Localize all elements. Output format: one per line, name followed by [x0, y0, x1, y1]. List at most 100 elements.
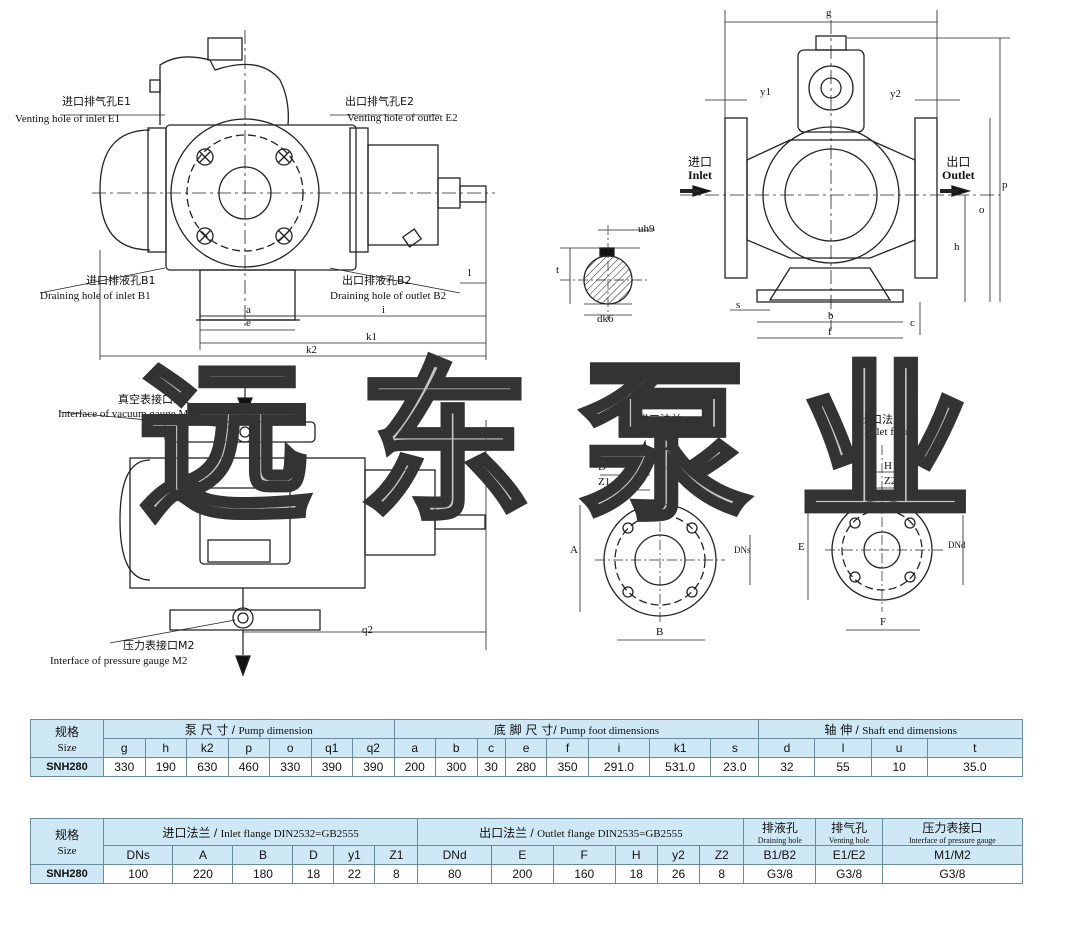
dim-p: p — [1002, 179, 1008, 191]
dim-H: H — [884, 460, 892, 472]
table-cell-13: G3/8 — [815, 864, 883, 884]
column-header-2: k2 — [186, 738, 229, 758]
vacuum-label-en: Interface of vacuum gauge M1 — [58, 408, 194, 420]
dim-Z2: Z2 — [884, 475, 897, 487]
bolt-hole-icon — [196, 148, 293, 245]
dim-o: o — [979, 204, 985, 216]
table-cell-9: 18 — [614, 864, 658, 884]
group-shaft-dimension: 轴 伸 / Shaft end dimensions — [758, 719, 1023, 739]
table-cell-8: 300 — [435, 757, 478, 777]
dim-D: D — [598, 461, 606, 473]
table-cell-5: 390 — [310, 757, 353, 777]
table-cell-1: 220 — [172, 864, 234, 884]
column-header-15: d — [758, 738, 816, 758]
group-pump-dimension: 泵 尺 寸 / Pump dimension — [103, 719, 395, 739]
dim-t: t — [556, 264, 560, 276]
table-cell-3: 18 — [292, 864, 335, 884]
front-view — [39, 30, 495, 360]
table-cell-8: 160 — [552, 864, 616, 884]
dim-e: e — [246, 317, 251, 329]
column-header-0: DNs — [102, 845, 174, 865]
row-label: SNH280 — [30, 864, 104, 884]
column-header-11: f — [546, 738, 589, 758]
column-header-13: k1 — [649, 738, 712, 758]
table-cell-6: 80 — [417, 864, 492, 884]
column-header-16: l — [814, 738, 872, 758]
column-header-7: a — [393, 738, 436, 758]
outlet-vent-label-en: Venting hole of outlet E2 — [347, 112, 458, 124]
table-cell-4: 330 — [269, 757, 312, 777]
inlet-vent-label: 进口排气孔E1 — [62, 95, 131, 108]
dim-Z1: Z1 — [598, 476, 611, 488]
dim-h: h — [954, 241, 960, 253]
column-header-10: e — [504, 738, 548, 758]
dim-c: c — [910, 317, 915, 329]
column-header-7: E — [490, 845, 554, 865]
table-cell-5: 8 — [374, 864, 419, 884]
column-header-9: c — [476, 738, 506, 758]
column-header-5: Z1 — [374, 845, 419, 865]
column-header-10: y2 — [656, 845, 701, 865]
outlet-flange-view — [807, 445, 964, 631]
dim-s: s — [736, 299, 741, 311]
table-cell-7: 200 — [393, 757, 436, 777]
table-cell-12: 291.0 — [587, 757, 651, 777]
outlet-vent-label: 出口排气孔E2 — [345, 95, 414, 108]
table-cell-2: 630 — [186, 757, 229, 777]
dim-g: g — [826, 7, 832, 19]
table-cell-10: 26 — [656, 864, 701, 884]
dim-E: E — [798, 541, 805, 553]
dim-uh9: uh9 — [638, 223, 655, 235]
column-header-0: g — [103, 738, 146, 758]
dim-DNs: DNs — [734, 545, 751, 555]
table-cell-18: 35.0 — [926, 757, 1024, 777]
dim-l: l — [468, 267, 472, 279]
dim-f: f — [828, 326, 832, 338]
column-header-14: s — [710, 738, 760, 758]
column-header-14: M1/M2 — [881, 845, 1024, 865]
table-cell-11: 350 — [546, 757, 589, 777]
dim-B: B — [656, 626, 664, 638]
column-header-11: Z2 — [699, 845, 745, 865]
column-header-3: D — [292, 845, 335, 865]
top-view — [59, 380, 487, 677]
pressure-label-en: Interface of pressure gauge M2 — [50, 655, 188, 667]
inlet-vent-label-en: Venting hole of inlet E1 — [15, 113, 121, 125]
column-header-17: u — [870, 738, 928, 758]
dim-q2: q2 — [362, 624, 373, 636]
shaft-section-view — [560, 225, 655, 320]
vacuum-label: 真空表接口M1 — [118, 393, 190, 406]
pressure-label: 压力表接口M2 — [123, 639, 195, 652]
column-header-12: i — [587, 738, 651, 758]
column-header-9: H — [614, 845, 658, 865]
dim-a: a — [246, 304, 251, 316]
column-header-12: B1/B2 — [743, 845, 817, 865]
column-header-6: DNd — [417, 845, 492, 865]
dim-k1: k1 — [366, 331, 377, 343]
table-cell-6: 390 — [352, 757, 395, 777]
table-cell-0: 100 — [102, 864, 174, 884]
table-cell-11: 8 — [699, 864, 745, 884]
dim-A: A — [570, 544, 578, 556]
table-cell-3: 460 — [227, 757, 270, 777]
group-foot-dimension: 底 脚 尺 寸/ Pump foot dimensions — [393, 719, 760, 739]
dim-dk6: dk6 — [597, 313, 614, 325]
column-header-8: b — [435, 738, 478, 758]
table-cell-14: G3/8 — [881, 864, 1024, 884]
dim-b: b — [828, 310, 834, 322]
column-header-4: o — [269, 738, 312, 758]
table-cell-9: 30 — [476, 757, 506, 777]
table-cell-1: 190 — [144, 757, 187, 777]
column-header-6: q2 — [352, 738, 395, 758]
group-outlet-flange: 出口法兰 / Outlet flange DIN2535=GB2555 — [417, 818, 745, 846]
dim-DNd: DNd — [948, 540, 966, 550]
